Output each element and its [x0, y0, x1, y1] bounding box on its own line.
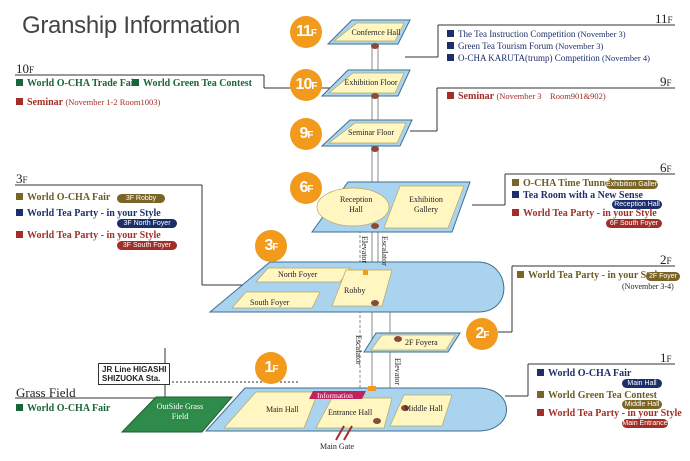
event-world-ocha-fair-grass: World O-CHA Fair [16, 403, 110, 415]
room-reception-hall: Reception Hall [340, 195, 373, 214]
floor-3f [208, 261, 505, 313]
tag-main-hall: Main Hall [622, 379, 662, 388]
tag-exhibition-gallery: Exhibition Gallery [606, 180, 661, 189]
escalator-label-lower: Escalator [354, 335, 363, 365]
event-world-green-tea-contest-1f: World Green Tea Contest [537, 390, 657, 402]
tag-2f-foyer: 2F Foyer [646, 272, 680, 281]
connector-lines [15, 24, 675, 399]
room-exhibition-floor: Exhibition Floor [344, 78, 398, 87]
room-middle-hall: Middle Hall [404, 404, 443, 413]
elevator-label-upper: Elevator [360, 236, 369, 264]
floor-3f-badge: 3F [255, 230, 287, 262]
level-label-2f: 2F [660, 252, 672, 267]
floor-2f [363, 332, 461, 353]
room-south-foyer: South Foyer [250, 298, 290, 307]
tag-3f-robby: 3F Robby [117, 194, 165, 203]
event-ocha-time-tunnel: O-CHA Time Tunnel [512, 178, 612, 190]
note-2f-dates: (November 3-4) [622, 282, 674, 291]
jr-station-sign: JR Line HIGASHI SHIZUOKA Sta. [98, 363, 171, 385]
floor-9f-badge: 9F [290, 118, 322, 150]
event-world-tea-party-2f: World Tea Party - in your Style [517, 270, 662, 282]
tag-3f-north-foyer: 3F North Foyer [117, 219, 177, 228]
floor-2f-badge: 2F [466, 318, 498, 350]
events-11f: The Tea Instruction Competition (Novembe… [447, 28, 650, 64]
event-world-ocha-fair-1f: World O-CHA Fair [537, 368, 631, 380]
floor-11f [326, 19, 411, 49]
grass-field-heading: Grass Field [16, 385, 76, 400]
event-world-ocha-fair-3f: World O-CHA Fair [16, 192, 110, 204]
event-world-green-tea-contest-10f: World Green Tea Contest [132, 78, 252, 90]
outside-grass-field-label: OutSide Grass Field [156, 402, 204, 421]
floor-9f [320, 119, 413, 152]
level-label-1f: 1F [660, 350, 672, 365]
room-seminar-floor: Seminar Floor [348, 128, 394, 137]
event-world-tea-party-3f-north: World Tea Party - in your Style [16, 208, 161, 220]
level-label-10f: 10F [16, 61, 35, 76]
floor-1f-badge: 1F [255, 352, 287, 384]
info-desk: Information [317, 391, 353, 400]
floor-11f-badge: 11F [290, 16, 322, 48]
event-world-tea-party-6f: World Tea Party - in your Style [512, 208, 657, 220]
level-label-11f: 11F [655, 11, 673, 26]
event-tea-instruction: The Tea Instruction Competition (Novembe… [447, 28, 650, 40]
room-2f-foyera: 2F Foyera [405, 338, 438, 347]
event-seminar-10f: Seminar (November 1-2 Room1003) [16, 96, 160, 109]
room-robby: Robby [344, 286, 366, 295]
main-gate-label: Main Gate [320, 442, 354, 451]
event-ocha-karuta: O-CHA KARUTA(trump) Competition (Novembe… [447, 52, 650, 64]
floor-10f-badge: 10F [290, 69, 322, 101]
floor-6f [311, 181, 471, 233]
floor-6f-badge: 6F [290, 172, 322, 204]
event-green-tea-tourism: Green Tea Tourism Forum (November 3) [447, 40, 650, 52]
tag-6f-south-foyer: 6F South Foyer [606, 219, 662, 228]
room-exhibition-gallery: Exhibition Gallery [409, 195, 443, 214]
station-line-1: JR Line HIGASHI [102, 365, 167, 374]
event-world-tea-party-1f: World Tea Party - in your Style [537, 408, 682, 420]
event-world-tea-party-3f-south: World Tea Party - in your Style [16, 230, 161, 242]
station-line-2: SHIZUOKA Sta. [102, 374, 161, 383]
room-entrance-hall: Entrance Hall [328, 408, 373, 417]
tag-3f-south-foyer: 3F South Foyer [117, 241, 177, 250]
event-world-ocha-trade-fair: World O-CHA Trade Fair [16, 78, 138, 90]
tag-reception-hall: Reception Hall [612, 200, 662, 209]
level-label-6f: 6F [660, 160, 672, 175]
event-tea-room-new-sense: Tea Room with a New Sense [512, 190, 643, 202]
level-label-9f: 9F [660, 74, 672, 89]
grass-field-shape [120, 396, 234, 433]
floor-10f [320, 69, 411, 99]
elevator-label-lower: Elevator [393, 358, 402, 386]
page-title: Granship Information [22, 12, 241, 39]
room-conference-hall: Confernce Hall [351, 28, 401, 37]
level-label-3f: 3F [16, 171, 28, 186]
floor-1f [204, 386, 507, 441]
room-main-hall: Main Hall [266, 405, 299, 414]
escalator-label-upper: Escalator [380, 236, 389, 266]
room-north-foyer: North Foyer [278, 270, 318, 279]
event-seminar-9f: Seminar (November 3 Room901&902) [447, 90, 606, 103]
tag-middle-hall: Middle Hall [622, 400, 662, 409]
tag-main-entrance: Main Entrance [622, 419, 668, 428]
